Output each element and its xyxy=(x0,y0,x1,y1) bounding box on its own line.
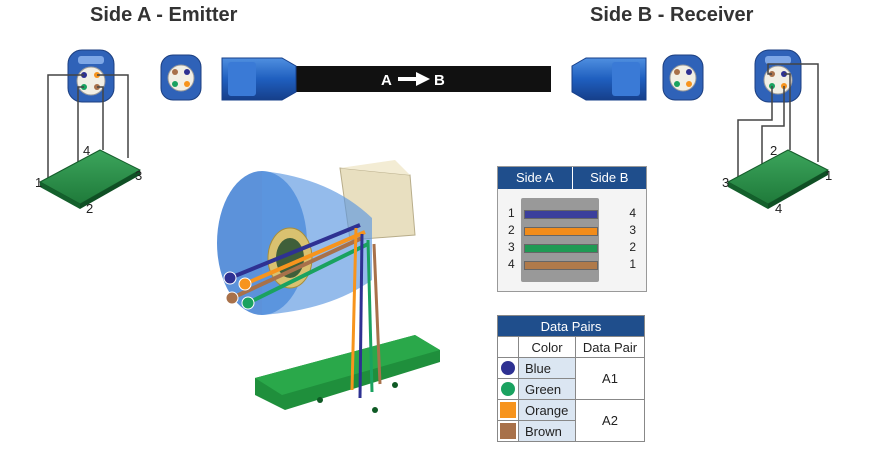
mapping-side-b-pin: 4 xyxy=(629,206,636,220)
cable-label-to: B xyxy=(434,72,445,89)
swatch-header-cell xyxy=(497,336,519,358)
mapping-wire xyxy=(524,244,598,253)
color-name: Green xyxy=(518,378,576,400)
side-table-header-b: Side B xyxy=(590,170,629,185)
mapping-side-a-pin: 3 xyxy=(508,240,515,254)
color-column-header: Color xyxy=(518,336,576,358)
mapping-side-a-pin: 4 xyxy=(508,257,515,271)
side-b-pcb xyxy=(726,149,830,209)
blue-dot-swatch xyxy=(501,361,515,375)
side-a-plug-face xyxy=(160,54,202,101)
mapping-wire xyxy=(524,210,598,219)
mapping-side-b-pin: 3 xyxy=(629,223,636,237)
pcb-b-pin-4: 4 xyxy=(775,201,782,216)
cable-label-from: A xyxy=(381,72,392,89)
pcb-b-pin-2: 2 xyxy=(770,143,777,158)
mapping-row: 2 3 xyxy=(508,222,636,239)
mapping-row: 3 2 xyxy=(508,239,636,256)
brown-square-swatch xyxy=(500,423,516,439)
data-pair-a1: A1 xyxy=(575,357,645,400)
color-swatch xyxy=(497,357,519,379)
side-b-title: Side B - Receiver xyxy=(590,4,754,26)
mapping-wire xyxy=(524,261,598,270)
green-dot-swatch xyxy=(501,382,515,396)
mapping-side-a-pin: 1 xyxy=(508,206,515,220)
pcb-a-pin-4: 4 xyxy=(83,143,90,158)
data-pair-column-header: Data Pair xyxy=(575,336,645,358)
data-pairs-table: Data Pairs Color Data Pair Blue A1 Green… xyxy=(497,315,645,442)
pcb-b-pin-1: 1 xyxy=(825,168,832,183)
side-table-header-a: Side A xyxy=(498,167,573,189)
mapping-wire xyxy=(524,227,598,236)
side-a-pcb xyxy=(38,149,142,209)
side-b-connector-face xyxy=(737,49,819,200)
pcb-a-pin-1: 1 xyxy=(35,175,42,190)
mapping-row: 4 1 xyxy=(508,256,636,273)
color-name: Orange xyxy=(518,399,576,421)
direction-arrow-icon xyxy=(398,72,430,86)
connector-3d-illustration xyxy=(217,160,440,413)
side-b-plug-face xyxy=(662,54,704,101)
color-swatch xyxy=(497,420,519,442)
mapping-side-b-pin: 1 xyxy=(629,257,636,271)
side-a-connector-face xyxy=(47,49,129,198)
pcb-b-pin-3: 3 xyxy=(722,175,729,190)
color-name: Brown xyxy=(518,420,576,442)
color-name: Blue xyxy=(518,357,576,379)
data-pairs-caption: Data Pairs xyxy=(497,315,645,337)
mapping-side-a-pin: 2 xyxy=(508,223,515,237)
color-swatch xyxy=(497,378,519,400)
data-pair-a2: A2 xyxy=(575,399,645,442)
mapping-row: 1 4 xyxy=(508,205,636,222)
pcb-a-pin-2: 2 xyxy=(86,201,93,216)
side-a-title: Side A - Emitter xyxy=(90,4,238,26)
pcb-a-pin-3: 3 xyxy=(135,168,142,183)
color-swatch xyxy=(497,399,519,421)
mapping-side-b-pin: 2 xyxy=(629,240,636,254)
orange-square-swatch xyxy=(500,402,516,418)
side-mapping-table: Side A Side B 1 4 2 3 3 2 4 1 xyxy=(497,166,647,292)
